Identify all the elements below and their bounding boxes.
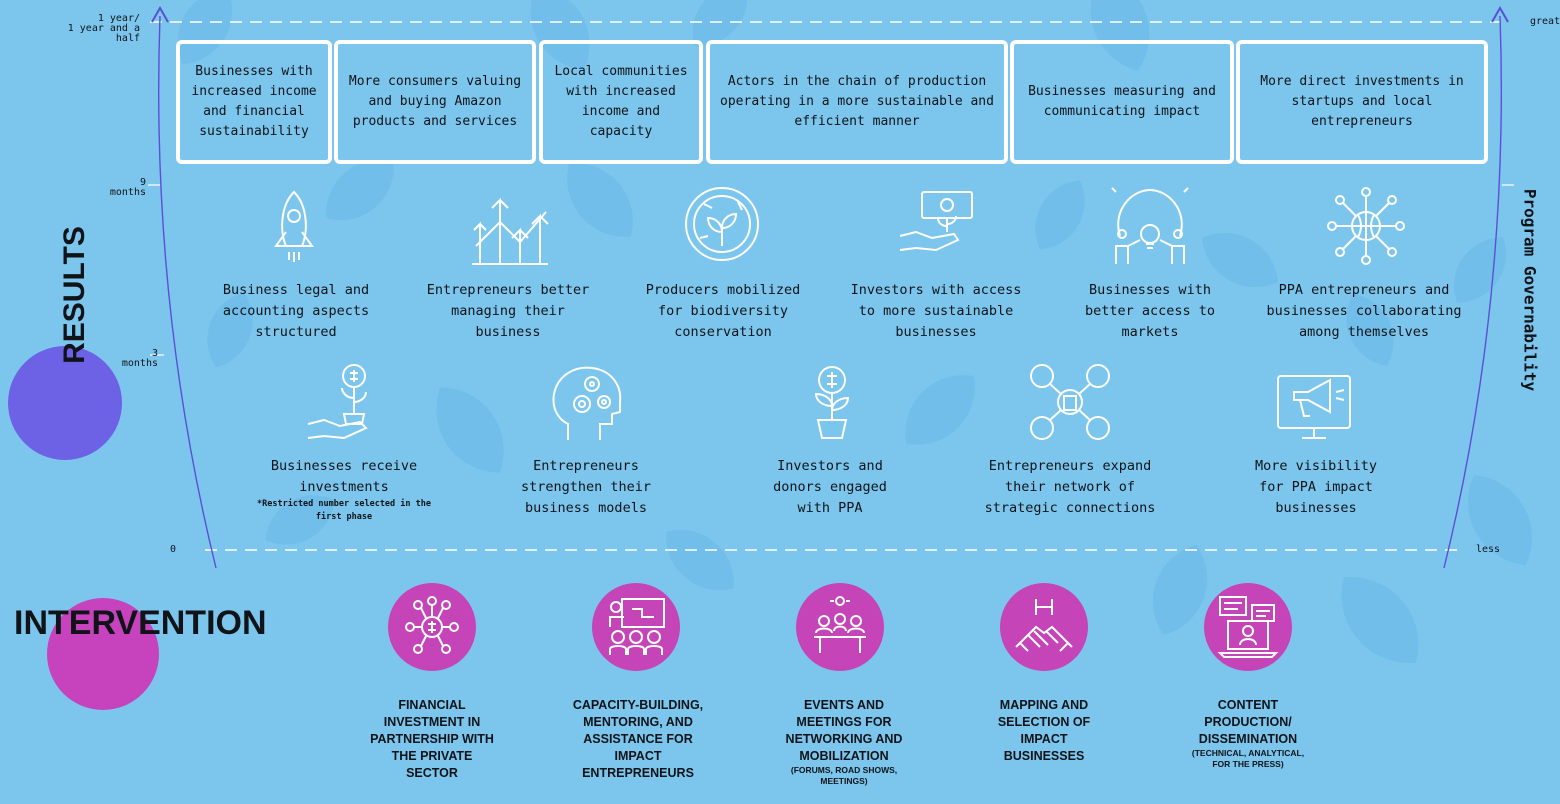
growth-arrows-icon bbox=[472, 197, 549, 265]
axis-label-zero: 0 bbox=[170, 544, 177, 555]
intervention-label: CONTENT PRODUCTION/ DISSEMINATION (TECHN… bbox=[1191, 698, 1305, 769]
governability-heading: Program Governability bbox=[1520, 188, 1540, 392]
short-term-result: Businesses receive investments *Restrict… bbox=[257, 458, 431, 522]
mid-term-result: Businesses with better access to markets bbox=[1084, 282, 1216, 340]
results-blob bbox=[8, 346, 122, 460]
axis-label-top: 1 year/1 year and a half bbox=[67, 13, 140, 44]
head-gears-icon bbox=[552, 366, 622, 440]
money-hand-icon bbox=[899, 191, 973, 252]
globe-plant-icon bbox=[685, 187, 759, 261]
mid-term-result: Investors with access to more sustainabl… bbox=[850, 282, 1022, 340]
governability-great-label: great bbox=[1530, 16, 1560, 27]
mid-term-result: Business legal and accounting aspects st… bbox=[222, 282, 370, 340]
people-lightbulb-icon bbox=[1111, 187, 1189, 264]
mid-term-result: PPA entrepreneurs and businesses collabo… bbox=[1266, 282, 1462, 340]
long-term-result: More direct investments in startups and … bbox=[1236, 40, 1488, 164]
handshake-icon bbox=[1000, 583, 1088, 671]
long-term-result: Local communities with increased income … bbox=[539, 40, 703, 164]
short-term-result: Entrepreneurs strengthen their business … bbox=[520, 458, 652, 516]
intervention-blob bbox=[47, 598, 159, 710]
intervention-label: CAPACITY-BUILDING, MENTORING, AND ASSIST… bbox=[572, 698, 704, 780]
governability-less-label: less bbox=[1476, 544, 1501, 555]
intervention-label: MAPPING AND SELECTION OF IMPACT BUSINESS… bbox=[997, 698, 1091, 763]
long-term-result: Businesses with increased income and fin… bbox=[176, 40, 332, 164]
rocket-icon bbox=[274, 190, 314, 262]
long-term-result: More consumers valuing and buying Amazon… bbox=[334, 40, 536, 164]
network-people-icon bbox=[1030, 364, 1110, 440]
hand-plant-coin-icon bbox=[307, 364, 368, 440]
short-term-result: Investors and donors engaged with PPA bbox=[773, 458, 887, 516]
long-term-result: Actors in the chain of production operat… bbox=[706, 40, 1008, 164]
intervention-heading: INTERVENTION bbox=[14, 604, 267, 642]
mid-term-result: Producers mobilized for biodiversity con… bbox=[645, 282, 801, 340]
short-term-result: Entrepreneurs expand their network of st… bbox=[984, 458, 1156, 516]
intervention-label: FINANCIAL INVESTMENT IN PARTNERSHIP WITH… bbox=[370, 698, 494, 780]
meeting-table-icon bbox=[796, 583, 884, 671]
monitor-megaphone-icon bbox=[1277, 375, 1351, 439]
intervention-label: EVENTS AND MEETINGS FOR NETWORKING AND M… bbox=[785, 698, 903, 786]
network-globe-icon bbox=[1327, 187, 1405, 265]
mid-term-result: Entrepreneurs better managing their busi… bbox=[426, 282, 590, 340]
training-board-icon bbox=[592, 583, 680, 671]
coin-plant-icon bbox=[814, 366, 850, 439]
short-term-result: More visibility for PPA impact businesse… bbox=[1255, 458, 1377, 516]
long-term-result: Businesses measuring and communicating i… bbox=[1010, 40, 1234, 164]
investment-network-icon bbox=[388, 583, 476, 671]
laptop-content-icon bbox=[1204, 583, 1292, 671]
